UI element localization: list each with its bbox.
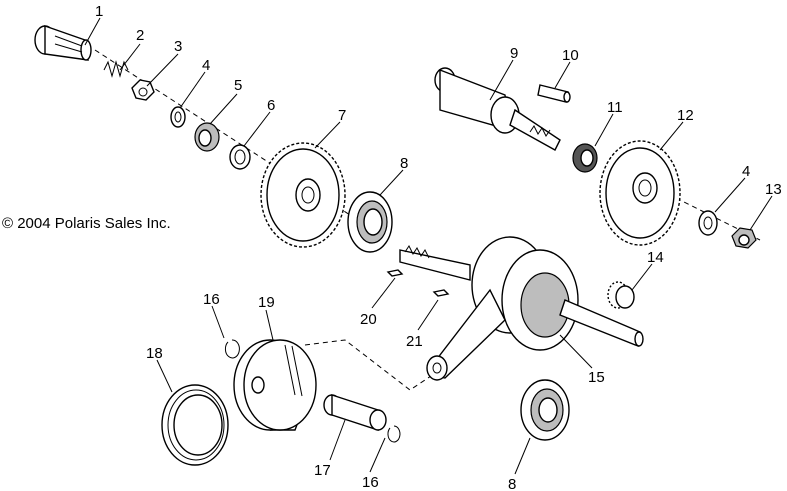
callout-17: 17 <box>314 462 331 479</box>
callout-10: 10 <box>562 47 579 64</box>
part-10-pin <box>537 84 571 103</box>
callout-13: 13 <box>765 181 782 198</box>
callout-20: 20 <box>360 311 377 328</box>
part-7-gear <box>260 142 346 248</box>
callout-1: 1 <box>95 3 103 20</box>
copyright-notice: © 2004 Polaris Sales Inc. <box>2 215 171 232</box>
part-12-gear <box>599 140 681 246</box>
part-4-washer <box>170 106 186 128</box>
part-8-bearing-upper <box>347 191 393 253</box>
callout-2: 2 <box>136 27 144 44</box>
callout-5: 5 <box>234 77 242 94</box>
callout-4-right: 4 <box>742 163 750 180</box>
part-16-circlip <box>224 339 240 359</box>
part-15-crankshaft <box>399 236 644 381</box>
part-13-nut <box>731 227 757 249</box>
part-18-piston-ring <box>161 384 229 466</box>
callout-4: 4 <box>202 57 210 74</box>
callout-16-lower: 16 <box>362 474 379 491</box>
part-14-sprocket <box>607 281 635 309</box>
part-6-washer <box>229 144 251 170</box>
callout-11: 11 <box>607 99 623 116</box>
callout-7: 7 <box>338 107 346 124</box>
part-8-bearing-lower <box>520 379 570 441</box>
callout-8-lower: 8 <box>508 476 516 491</box>
part-1-shaft <box>34 25 92 61</box>
part-3-nut <box>131 79 155 101</box>
callout-21: 21 <box>406 333 423 350</box>
part-16-circlip-lower <box>387 425 401 443</box>
callout-18: 18 <box>146 345 163 362</box>
callout-6: 6 <box>267 97 275 114</box>
callout-19: 19 <box>258 294 275 311</box>
callout-labels: 1 2 3 4 5 6 7 8 9 10 11 12 4 13 14 15 16… <box>95 3 782 491</box>
part-21-key <box>432 289 450 297</box>
part-5-collar <box>194 122 220 152</box>
callout-15: 15 <box>588 369 605 386</box>
part-2-spring <box>103 60 129 78</box>
leader-lines <box>84 17 773 475</box>
callout-8: 8 <box>400 155 408 172</box>
part-11-sprocket <box>572 143 598 173</box>
part-9-camshaft <box>434 67 561 151</box>
part-17-piston-pin <box>323 394 387 431</box>
callout-3: 3 <box>174 38 182 55</box>
callout-12: 12 <box>677 107 694 124</box>
part-19-piston <box>233 339 317 431</box>
part-4-washer-right <box>698 210 718 236</box>
callout-14: 14 <box>647 249 664 266</box>
part-20-key <box>386 269 404 277</box>
callout-9: 9 <box>510 45 518 62</box>
callout-16: 16 <box>203 291 220 308</box>
